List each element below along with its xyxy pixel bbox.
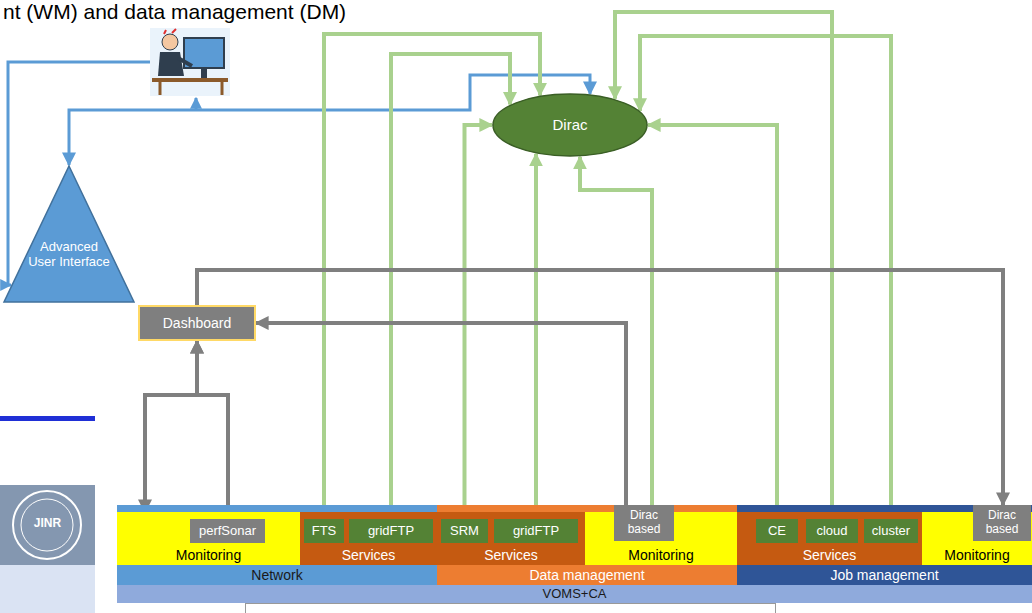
node-label: gridFTP [368,524,414,539]
network-band: Network Monitoring perfSonarServices FTS gri… [117,505,437,585]
user-icon [150,28,230,96]
node-label: FTS [312,524,337,539]
node-label: Advanced User Interface [25,240,113,270]
connector [391,54,510,519]
service-box: FTS [304,519,344,543]
connector [197,341,228,519]
node-label: Services [342,547,396,563]
monitoring-panel: Monitoring Dirac based [585,512,737,565]
node-label: SRM [450,524,479,539]
node-label: Monitoring [176,547,241,563]
monitoring-tool: Dirac based [614,505,674,541]
connector [197,270,1003,505]
node-label: Network [251,567,302,583]
node-label: VOMS+CA [543,587,607,602]
desk [152,78,228,82]
node-label: Data management [529,567,644,583]
monitoring-tool: perfSonar [190,519,265,543]
monitoring-tool: Dirac based [973,505,1031,541]
person-head [162,34,178,50]
service-box: cluster [864,519,918,543]
accent-bar [0,416,95,421]
connector [534,154,538,519]
person-body [158,52,184,76]
connector [145,341,197,512]
slide-title: nt (WM) and data management (DM) [3,0,346,24]
service-box: cloud [806,519,858,543]
user-link [195,98,198,110]
services-panel: Services FTS gridFTP [300,512,437,565]
services-panel: Services CE cloud cluster [737,512,922,565]
footer-box [246,604,776,613]
connector [640,36,891,519]
node-label: Dirac [552,116,587,133]
monitoring-panel: Monitoring Dirac based [922,512,1032,565]
person-arm [178,58,192,66]
ellipse-shape [493,94,647,156]
desk-leg [159,80,162,95]
node-label: CE [768,524,786,539]
logo-panel [0,485,95,565]
node-label: Dirac based [977,509,1027,537]
services-panel: Services SRM gridFTP [437,512,585,565]
node-label: cloud [816,524,847,539]
monitoring-panel: Monitoring perfSonar [117,512,300,565]
connector [580,157,652,505]
data-management-band: Data management Services SRM gridFTP Monitor… [437,505,737,585]
node-label: Services [484,547,538,563]
interface-triangle: Advanced User Interface [3,165,135,303]
node-label: Job management [830,567,938,583]
node-label: cluster [872,524,910,539]
node-label: Dirac based [618,509,670,537]
stress-marks [164,29,176,34]
dirac-ellipse: Dirac [492,93,648,157]
desk-leg [221,80,224,95]
logo-text: JINR [0,517,95,531]
service-box: gridFTP [494,519,578,543]
dashboard-box: Dashboard [138,305,256,341]
job-management-band: Job managementServicesCEcloudclusterMoni… [737,505,1032,585]
node-label: Monitoring [944,547,1009,563]
footer-panel [0,565,95,613]
monitor-stand [201,68,207,78]
connector [648,125,777,519]
service-box: CE [756,519,798,543]
node-label: Dashboard [163,315,232,331]
node-label: Services [803,547,857,563]
service-box: gridFTP [349,519,433,543]
node-label: Monitoring [628,547,693,563]
security-band: VOMS+CA [117,585,1032,603]
icon-ground [150,28,230,96]
node-label: gridFTP [513,524,559,539]
triangle-shape [4,166,134,302]
connector [256,323,626,505]
node-label: perfSonar [199,524,256,539]
connector [615,12,832,519]
service-box: SRM [441,519,488,543]
triangle-outline [3,165,135,303]
